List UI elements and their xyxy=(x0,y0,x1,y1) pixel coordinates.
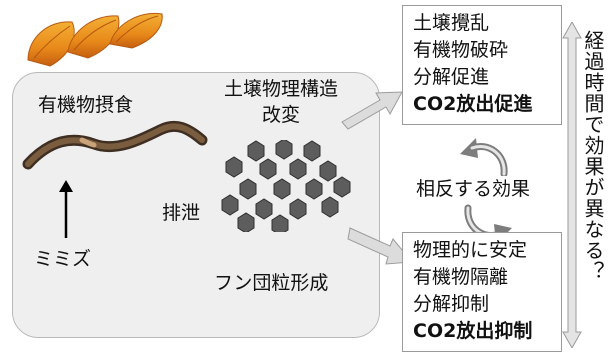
suppression-effect-box: 物理的に安定 有機物隔離 分解抑制 CO2放出抑制 xyxy=(402,232,562,352)
structure-change-line2: 改変 xyxy=(261,104,300,126)
effect-line: 有機物隔離 xyxy=(413,266,509,288)
autumn-leaves-image xyxy=(27,12,163,67)
effect-line: 物理的に安定 xyxy=(413,239,528,261)
effect-line: 有機物破砕 xyxy=(413,39,509,61)
feeding-label: 有機物摂食 xyxy=(38,94,134,116)
arrow-to-bottom-box xyxy=(347,227,413,265)
co2-release-promotion: CO2放出促進 xyxy=(413,93,533,115)
co2-release-suppression: CO2放出抑制 xyxy=(413,320,533,342)
excretion-label: 排泄 xyxy=(162,202,201,224)
time-axis-double-arrow xyxy=(562,22,582,348)
acceleration-effect-box: 土壌攪乱 有機物破砕 分解促進 CO2放出促進 xyxy=(402,5,562,125)
aggregate-formation-label: フン団粒形成 xyxy=(214,272,329,294)
elapsed-time-note: 経過時間で効果が異なる？ xyxy=(581,30,605,282)
earthworm-image xyxy=(22,120,208,170)
soil-aggregates-image xyxy=(221,140,351,232)
opposing-effects-label: 相反する効果 xyxy=(414,176,533,202)
structure-change-line1: 土壌物理構造 xyxy=(223,78,338,100)
earthworm-activity-panel xyxy=(12,72,380,338)
earthworm-pointer-arrow xyxy=(59,180,73,238)
structure-change-label: 土壌物理構造 改変 xyxy=(206,76,356,128)
arrow-to-top-box xyxy=(341,91,403,130)
effect-line: 土壌攪乱 xyxy=(413,12,490,34)
effect-line: 分解促進 xyxy=(413,66,490,88)
effect-line: 分解抑制 xyxy=(413,293,490,315)
earthworm-label: ミミズ xyxy=(34,248,92,270)
